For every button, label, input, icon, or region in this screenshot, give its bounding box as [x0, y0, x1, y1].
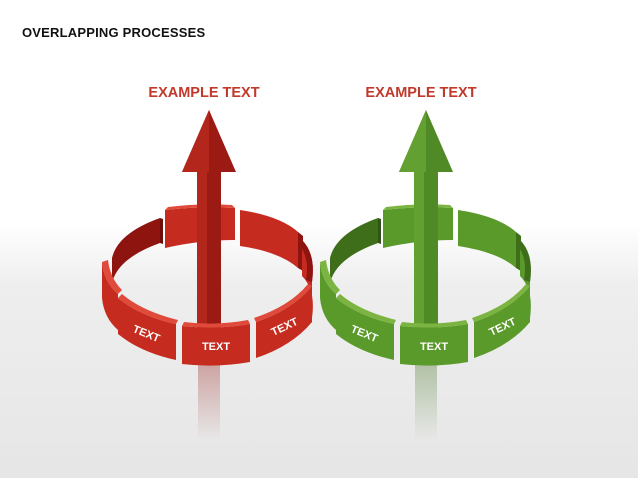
- group-1-heading: EXAMPLE TEXT: [148, 85, 260, 101]
- group-1-cycle: TEXT TEXT TEXT: [102, 110, 313, 440]
- ring-segment-left: [320, 260, 340, 330]
- ring-segment-back-left: [330, 218, 381, 283]
- arrow-reflection: [198, 360, 220, 440]
- slide-title: OVERLAPPING PROCESSES: [22, 25, 206, 40]
- ring-segment-front-left: TEXT: [336, 294, 396, 360]
- ring-segment-front-center: TEXT: [182, 320, 250, 366]
- ring-segment-right: [516, 240, 531, 318]
- segment-center-label: TEXT: [202, 341, 230, 353]
- arrow-reflection: [415, 360, 437, 440]
- ring-segment-front-center: TEXT: [400, 320, 468, 366]
- ring-segment-left: [102, 260, 122, 330]
- segment-center-label: TEXT: [420, 341, 448, 353]
- ring-segment-front-right: TEXT: [254, 284, 312, 358]
- ring-segment-back-left: [112, 218, 163, 283]
- group-2-cycle: TEXT TEXT TEXT: [320, 110, 531, 440]
- group-2-heading: EXAMPLE TEXT: [365, 85, 477, 101]
- ring-segment-back-right: [240, 210, 303, 271]
- ring-segment-right: [298, 240, 313, 318]
- ring-segment-front-right: TEXT: [472, 284, 530, 358]
- ring-segment-back-right: [458, 210, 521, 271]
- ring-segment-front-left: TEXT: [118, 294, 178, 360]
